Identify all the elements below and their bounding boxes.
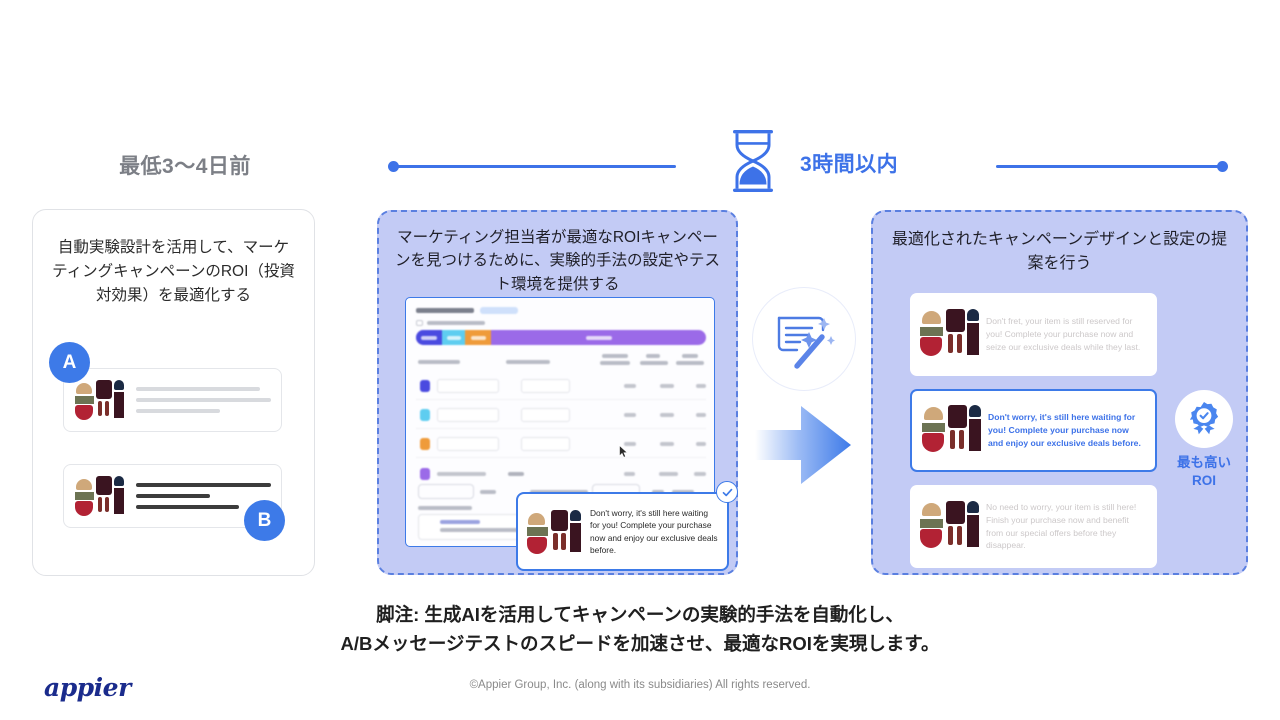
- footnote: 脚注: 生成AIを活用してキャンペーンの実験的手法を自動化し、 A/Bメッセージ…: [0, 601, 1280, 658]
- placeholder-lines: [136, 387, 271, 413]
- badge-b: B: [244, 500, 285, 541]
- tooltip-message-text: Don't worry, it's still here waiting for…: [590, 508, 718, 555]
- roi-label-line1: 最も高い: [1177, 455, 1231, 470]
- product-collage-icon: [921, 402, 981, 460]
- copyright-text: ©Appier Group, Inc. (along with its subs…: [469, 679, 811, 691]
- hourglass-icon: [733, 130, 773, 192]
- award-ribbon-check-icon: [1189, 402, 1219, 435]
- product-collage-icon: [919, 498, 979, 556]
- timeline-line-right: [996, 165, 1222, 168]
- timeline-line-left: [394, 165, 676, 168]
- magic-wand-document-icon: [752, 287, 856, 391]
- timeline-dot-start: [388, 161, 399, 172]
- message-card-3[interactable]: No need to worry, your item is still her…: [910, 485, 1157, 568]
- roi-badge-circle: [1175, 390, 1233, 448]
- product-collage-icon: [74, 377, 124, 423]
- right-panel: 最適化されたキャンペーンデザインと設定の提案を行う Don't fret, yo…: [871, 210, 1248, 575]
- message-card-2-selected[interactable]: Don't worry, it's still here waiting for…: [910, 389, 1157, 472]
- traffic-allocation-bar: [416, 330, 706, 345]
- message-card-1[interactable]: Don't fret, your item is still reserved …: [910, 293, 1157, 376]
- left-panel-title: 自動実験設計を活用して、マーケティングキャンペーンのROI（投資対効果）を最適化…: [52, 239, 295, 305]
- middle-panel: マーケティング担当者が最適なROIキャンペーンを見つけるために、実験的手法の設定…: [377, 210, 738, 575]
- product-collage-icon: [526, 506, 582, 558]
- placeholder-lines: [136, 483, 271, 509]
- product-collage-icon: [74, 473, 124, 519]
- timeline-dot-end: [1217, 161, 1228, 172]
- product-collage-icon: [919, 306, 979, 364]
- check-circle-icon: [716, 481, 738, 503]
- roi-badge-label: 最も高い ROI: [1173, 454, 1235, 490]
- mouse-cursor-icon: [619, 444, 629, 463]
- highest-roi-badge: 最も高い ROI: [1173, 390, 1235, 490]
- right-arrow-icon: [755, 406, 851, 484]
- phase-label-left: 最低3〜4日前: [119, 155, 251, 178]
- footnote-line-1: 脚注: 生成AIを活用してキャンペーンの実験的手法を自動化し、: [376, 604, 904, 625]
- message-text: Don't worry, it's still here waiting for…: [988, 412, 1141, 448]
- badge-a: A: [49, 342, 90, 383]
- phase-label-right: 3時間以内: [800, 153, 899, 176]
- middle-panel-heading: マーケティング担当者が最適なROIキャンペーンを見つけるために、実験的手法の設定…: [394, 229, 721, 293]
- message-text: No need to worry, your item is still her…: [986, 501, 1137, 551]
- message-text: Don't fret, your item is still reserved …: [986, 316, 1141, 352]
- roi-label-line2: ROI: [1191, 473, 1216, 489]
- right-panel-heading: 最適化されたキャンペーンデザインと設定の提案を行う: [891, 231, 1228, 272]
- appier-logo: appier: [44, 673, 131, 702]
- footnote-line-2: A/Bメッセージテストのスピードを加速させ、最適なROIを実現します。: [340, 632, 940, 654]
- variant-card-a[interactable]: [63, 368, 282, 432]
- message-preview-tooltip[interactable]: Don't worry, it's still here waiting for…: [516, 492, 729, 571]
